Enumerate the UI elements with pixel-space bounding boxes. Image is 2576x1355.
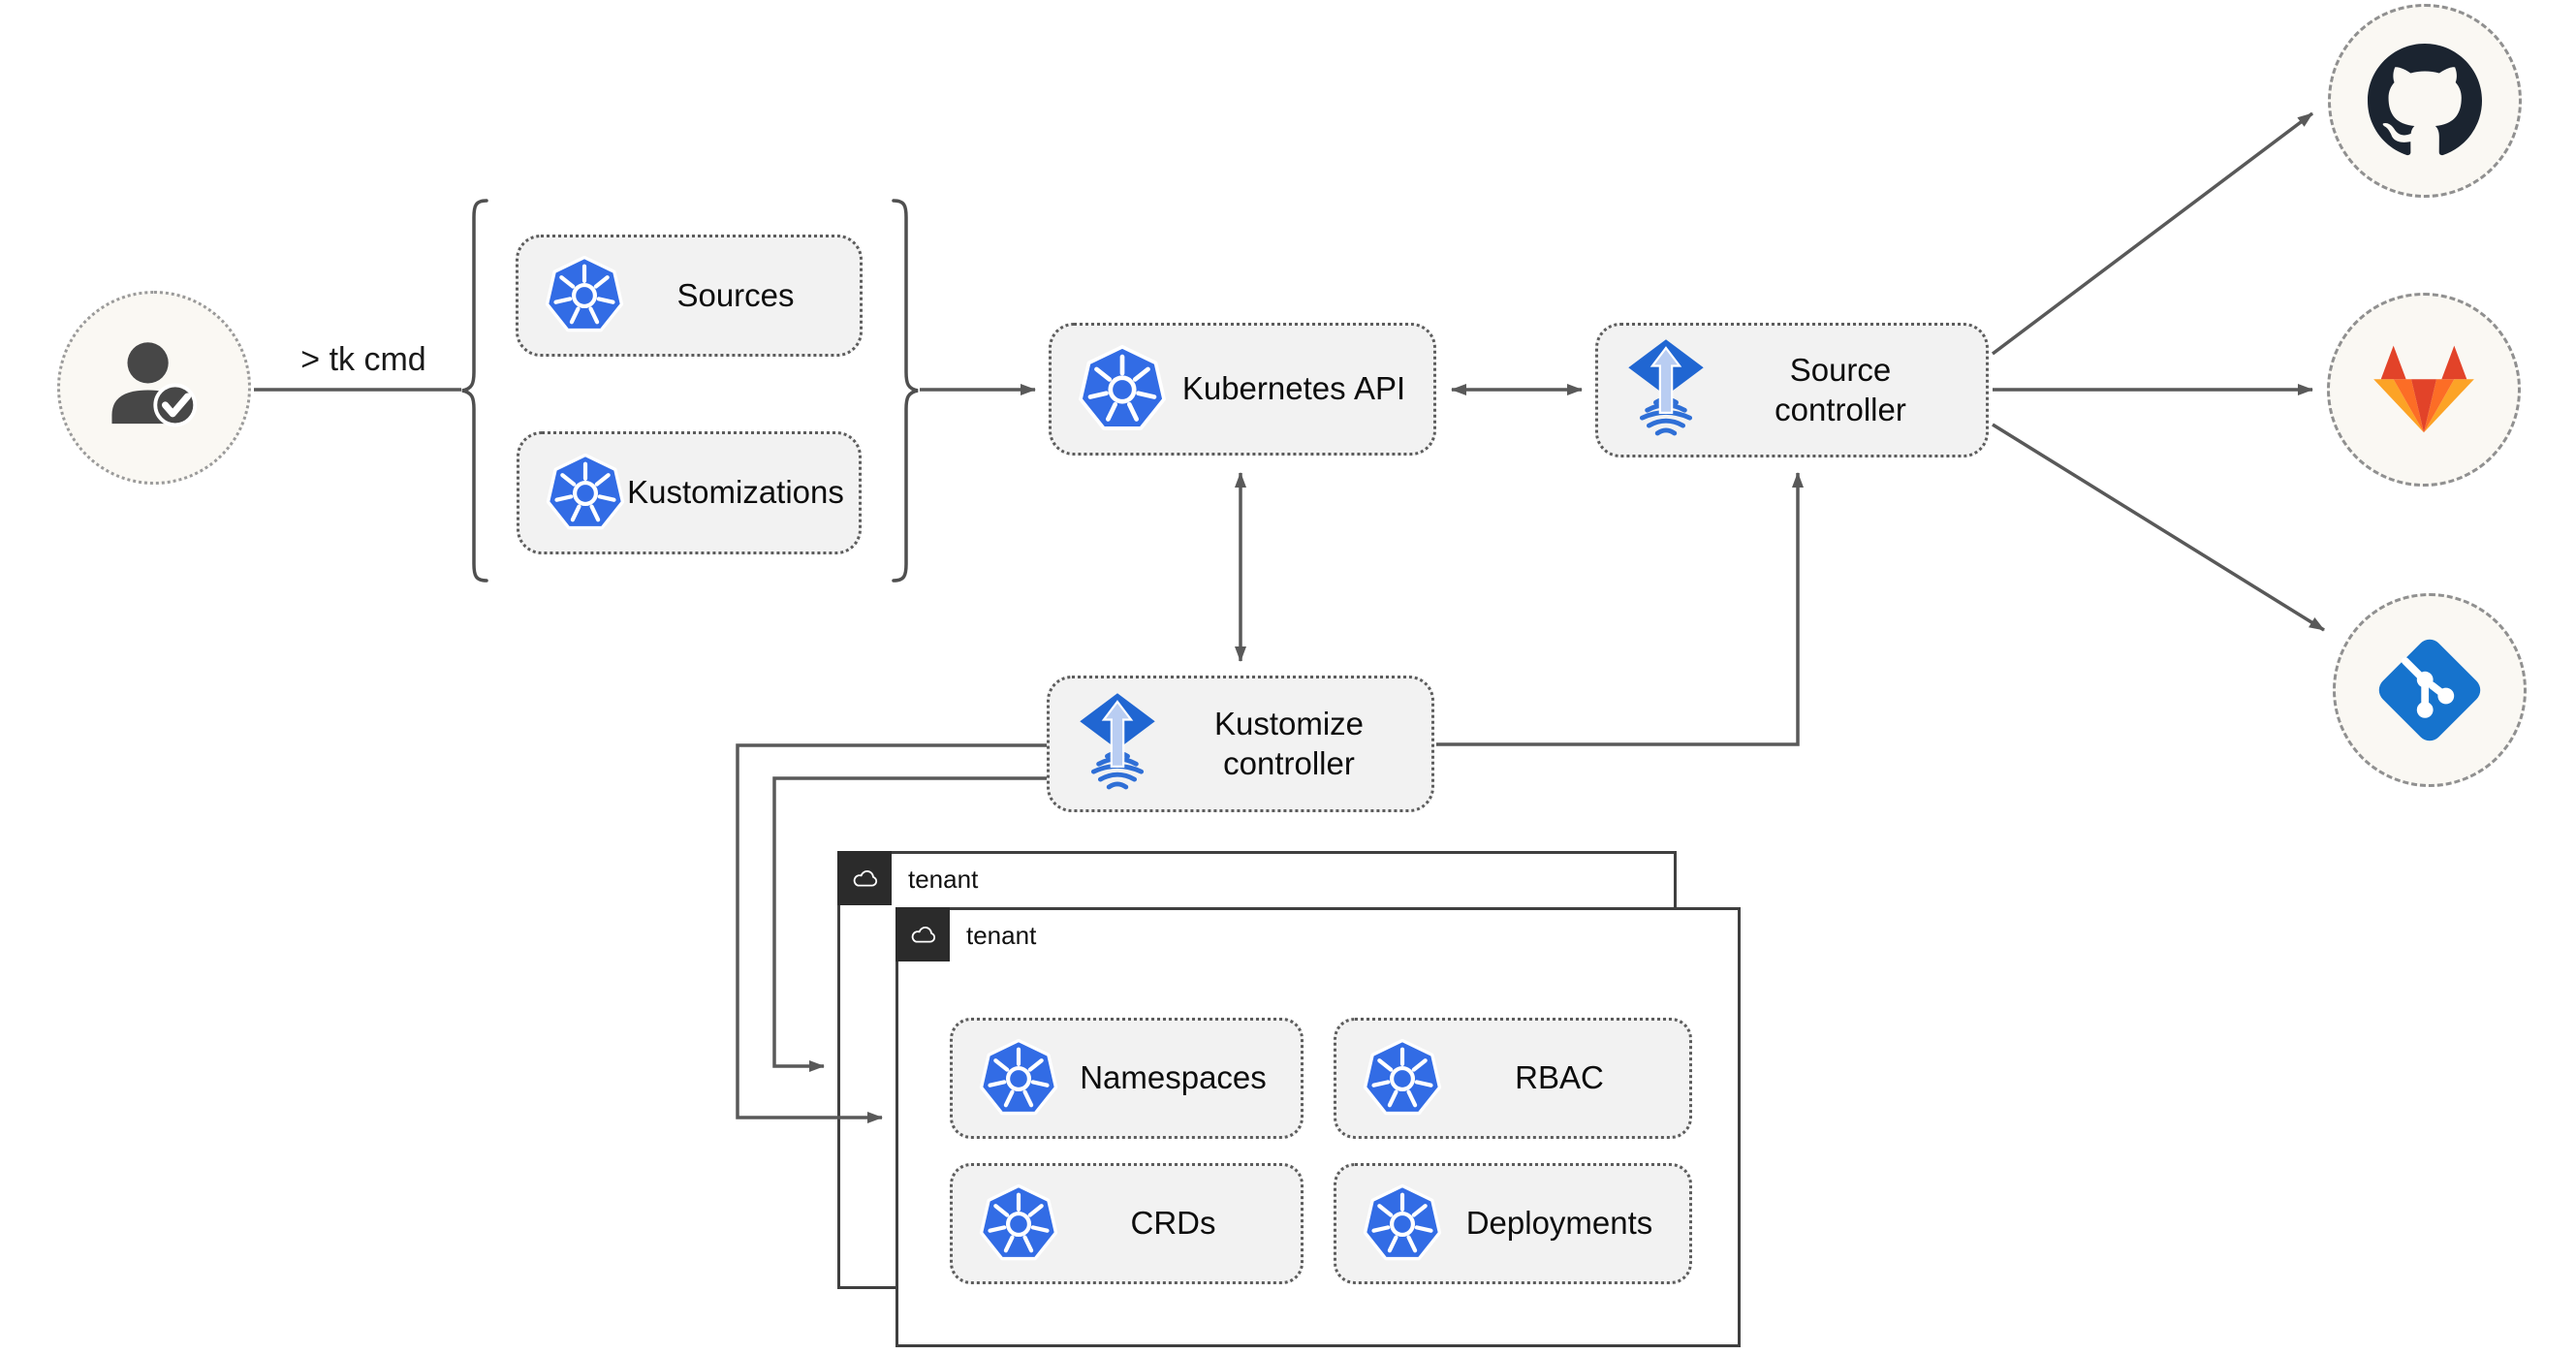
tk-cmd-label: > tk cmd	[300, 341, 426, 378]
kubernetes-icon	[978, 1036, 1059, 1121]
kubernetes-icon	[1362, 1182, 1443, 1267]
kubernetes-icon	[1077, 342, 1168, 437]
flux-icon	[1075, 690, 1160, 799]
arrow-kustomize-to-source-controller	[1436, 472, 1804, 746]
node-label: RBAC	[1515, 1059, 1604, 1096]
node-label: Namespaces	[1080, 1059, 1267, 1096]
node-label: Kubernetes API	[1181, 370, 1406, 407]
cloud-icon	[905, 922, 940, 947]
kubernetes-icon	[1362, 1036, 1443, 1121]
kubernetes-icon	[978, 1182, 1059, 1267]
user-avatar	[57, 291, 251, 485]
arrow-source-to-git	[1992, 423, 2325, 632]
node-rbac: RBAC	[1334, 1018, 1692, 1139]
node-source-controller: Source controller	[1595, 323, 1989, 457]
arrow-source-to-github	[1991, 111, 2314, 356]
brace-left	[461, 199, 488, 583]
tenant-header	[837, 851, 892, 905]
node-deployments: Deployments	[1334, 1163, 1692, 1284]
node-label: CRDs	[1130, 1205, 1216, 1242]
node-kustomizations: Kustomizations	[517, 431, 862, 554]
kubernetes-icon	[545, 451, 626, 536]
remote-gitlab	[2327, 293, 2521, 487]
node-label: Kustomize controller	[1213, 706, 1365, 781]
node-kustomize-controller: Kustomize controller	[1047, 676, 1434, 812]
node-label: Deployments	[1465, 1205, 1653, 1242]
tenant-label: tenant	[908, 864, 979, 894]
brace-right	[892, 199, 919, 583]
git-icon	[2372, 632, 2488, 748]
tenant-header	[895, 907, 950, 961]
node-crds: CRDs	[950, 1163, 1304, 1284]
cloud-icon	[847, 866, 882, 891]
node-kubernetes-api: Kubernetes API	[1049, 323, 1436, 456]
user-check-icon	[92, 326, 216, 450]
github-icon	[2368, 44, 2482, 158]
gitlab-icon	[2372, 342, 2476, 437]
node-sources: Sources	[516, 235, 863, 357]
node-label: Sources	[676, 276, 795, 313]
node-label: Source controller	[1775, 352, 1906, 427]
node-namespaces: Namespaces	[950, 1018, 1304, 1139]
remote-github	[2328, 4, 2522, 198]
tenant-label: tenant	[966, 920, 1037, 950]
flux-icon	[1623, 336, 1709, 445]
kubernetes-icon	[544, 253, 625, 338]
remote-git	[2333, 593, 2527, 787]
node-label: Kustomizations	[627, 474, 844, 511]
